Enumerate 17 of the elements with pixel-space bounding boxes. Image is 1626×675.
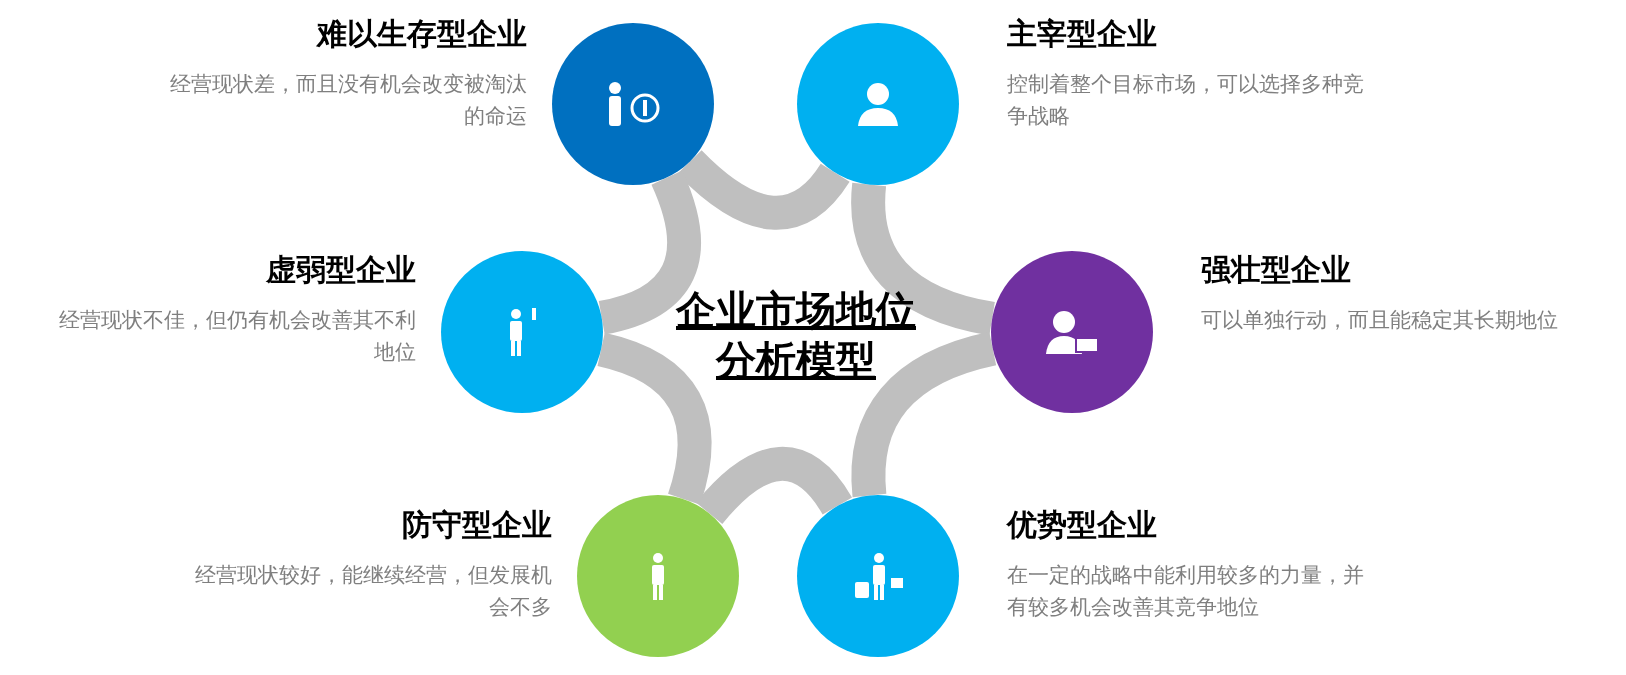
description: 在一定的战略中能利用较多的力量，并有较多机会改善其竞争地位 xyxy=(1007,562,1365,621)
description: 经营现状不佳，但仍有机会改善其不利地位 xyxy=(58,307,416,366)
description: 经营现状差，而且没有机会改变被淘汰的命运 xyxy=(169,71,527,130)
heading: 难以生存型企业 xyxy=(315,15,527,53)
arc-connector xyxy=(598,171,701,335)
heading: 虚弱型企业 xyxy=(265,251,416,289)
heading: 优势型企业 xyxy=(1007,506,1158,544)
arc-connector xyxy=(596,332,712,505)
description: 控制着整个目标市场，可以选择多种竞争战略 xyxy=(1007,71,1365,130)
description: 可以单独行动，而且能稳定其长期地位 xyxy=(1201,307,1559,334)
heading: 防守型企业 xyxy=(401,506,552,544)
heading: 强壮型企业 xyxy=(1201,251,1352,289)
description: 经营现状较好，能继续经营，但发展机会不多 xyxy=(194,562,552,621)
arc-connector xyxy=(696,447,852,525)
arc-connector xyxy=(851,332,997,497)
title: 企业市场地位分析模型 xyxy=(674,286,917,385)
heading: 主宰型企业 xyxy=(1007,15,1158,53)
